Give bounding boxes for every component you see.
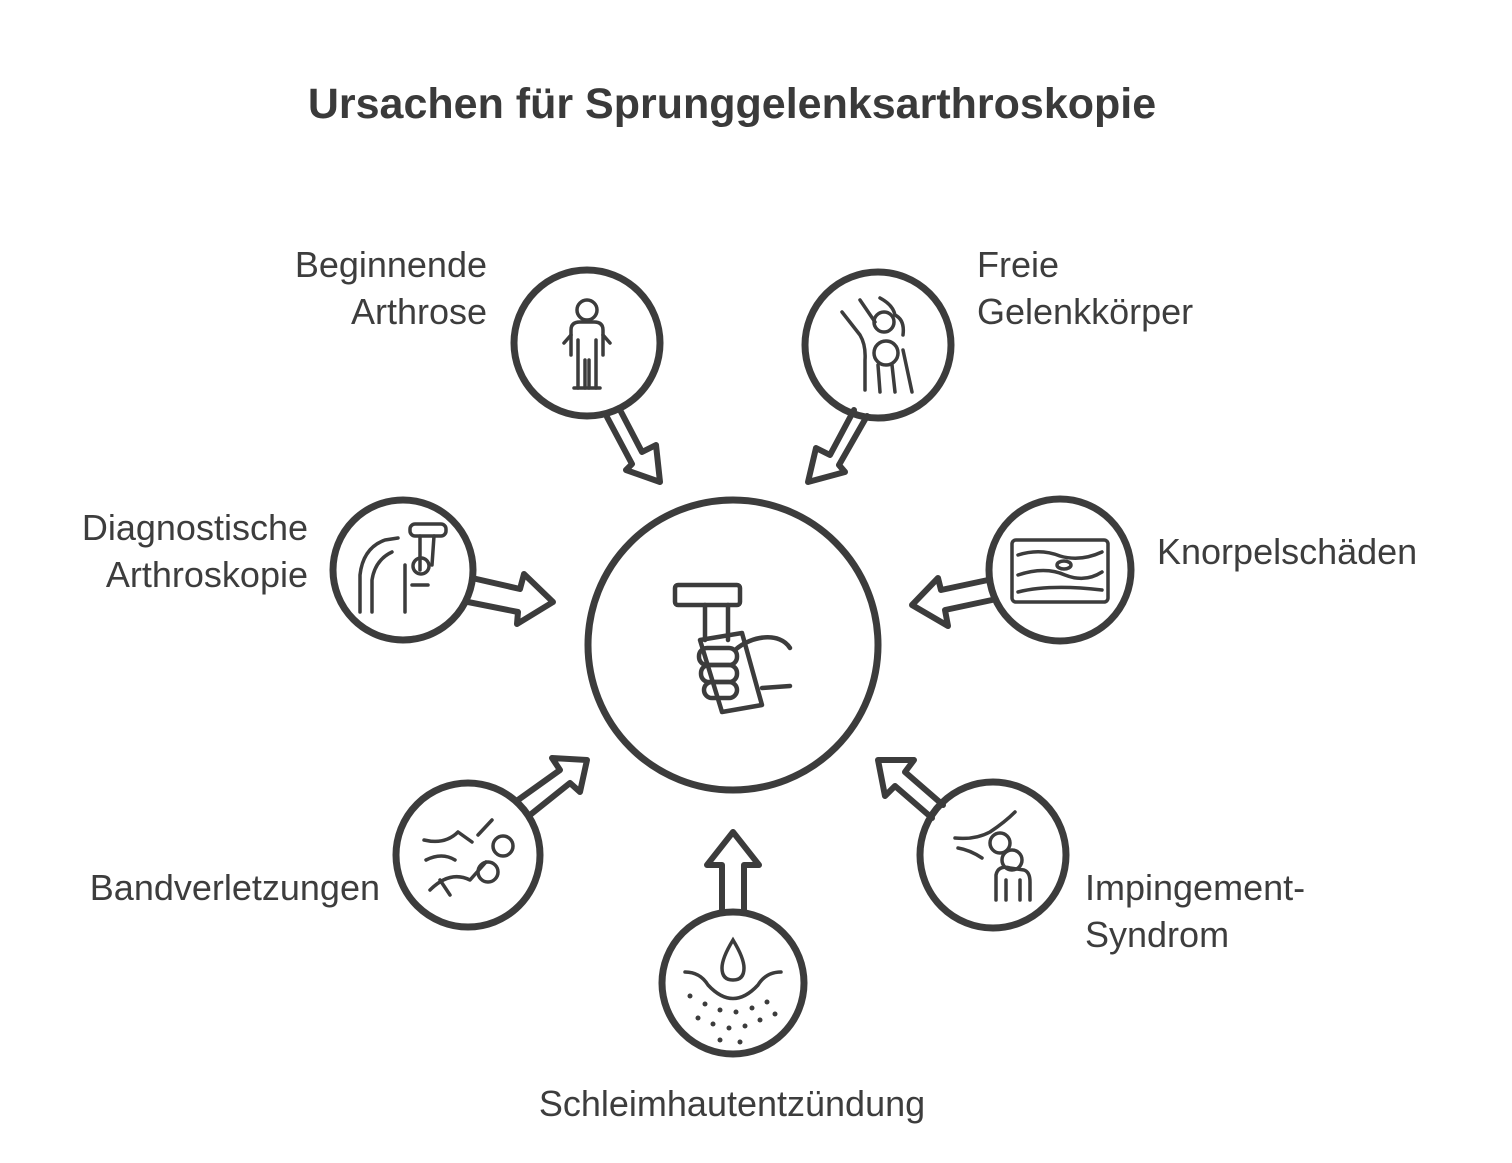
arrow-bandverletzungen [515, 755, 590, 818]
label-knorpelschaeden: Knorpelschäden [1157, 528, 1417, 575]
cause-node-impingement-syndrom [875, 757, 1070, 932]
pinched-joint-icon [953, 810, 1032, 902]
label-line: Schleimhautentzündung [538, 1083, 926, 1124]
page-title: Ursachen für Sprunggelenksarthroskopie [307, 80, 1157, 128]
label-line: Arthrose [350, 291, 487, 332]
label-line: Gelenkkörper [977, 291, 1194, 332]
label-impingement-syndrom: Impingement- Syndrom [1085, 864, 1305, 958]
label-line: Beginnende [294, 244, 487, 285]
label-line: Freie [977, 244, 1060, 285]
cause-node-freie-gelenkkoerper [801, 268, 955, 485]
cause-node-bandverletzungen [392, 755, 590, 931]
inflamed-tissue-drop-icon [683, 936, 783, 1045]
standing-person-icon [562, 298, 612, 390]
arrow-diagnostische-arthroskopie [465, 571, 556, 627]
doctor-examining-icon [358, 522, 448, 614]
hand-holding-arthroscope-icon [672, 582, 793, 715]
torn-ligament-icon [422, 818, 515, 897]
label-line: Impingement- [1085, 867, 1306, 908]
label-line: Knorpelschäden [1157, 531, 1418, 572]
label-schleimhautentzuendung: Schleimhautentzündung [432, 1080, 1032, 1127]
cause-node-beginnende-arthrose [510, 266, 664, 485]
arrow-schleimhautentzuendung [704, 829, 762, 915]
label-line: Diagnostische [81, 507, 308, 548]
label-beginnende-arthrose: Beginnende Arthrose [295, 241, 487, 335]
label-freie-gelenkkoerper: Freie Gelenkkörper [977, 241, 1193, 335]
cause-node-knorpelschaeden [909, 495, 1135, 645]
arrow-impingement-syndrom [875, 757, 946, 821]
arrow-freie-gelenkkoerper [805, 407, 870, 485]
label-bandverletzungen: Bandverletzungen [90, 864, 380, 911]
arrow-beginnende-arthrose [604, 405, 663, 485]
label-line: Bandverletzungen [89, 867, 380, 908]
knee-joint-icon [840, 296, 914, 394]
label-diagnostische-arthroskopie: Diagnostische Arthroskopie [82, 504, 308, 598]
label-line: Syndrom [1085, 914, 1230, 955]
label-line: Arthroskopie [105, 554, 308, 595]
center-node [584, 496, 882, 794]
cause-node-diagnostische-arthroskopie [329, 496, 556, 644]
cause-node-schleimhautentzuendung [658, 829, 808, 1058]
arrow-knorpelschaeden [909, 575, 995, 629]
cartilage-layers-icon [1010, 538, 1110, 604]
